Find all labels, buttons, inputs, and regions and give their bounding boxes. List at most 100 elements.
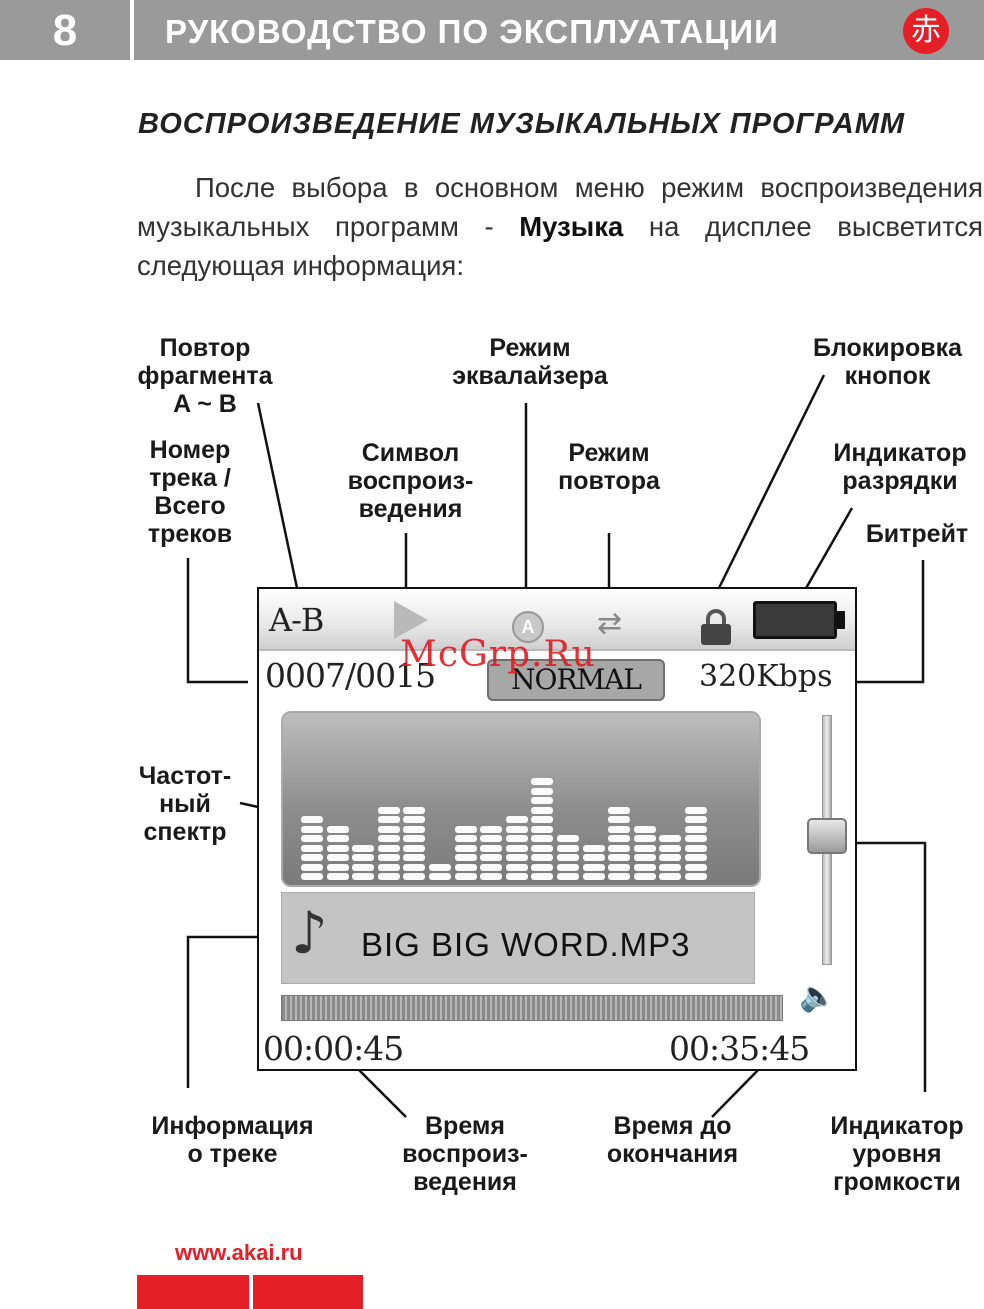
total-time: 00:35:45 <box>669 1029 810 1068</box>
spectrum-segment <box>429 863 451 871</box>
player-screen: A-B A ⇄ 0007/0015 NORMAL 320Kbps 🔈 ♪ BIG… <box>257 587 857 1071</box>
bitrate-value: 320Kbps <box>699 659 833 694</box>
spectrum-segment <box>633 835 656 842</box>
spectrum-segment <box>326 854 349 861</box>
spectrum-segment <box>505 835 528 842</box>
spectrum-segment <box>557 863 579 871</box>
spectrum-segment <box>505 816 528 823</box>
spectrum-segment <box>326 863 349 871</box>
spectrum-segment <box>454 835 477 842</box>
spectrum-segment <box>403 854 426 861</box>
spectrum-segment <box>301 854 323 861</box>
spectrum-segment <box>685 816 707 823</box>
spectrum-segment <box>685 873 707 880</box>
header-bar <box>134 0 984 60</box>
spectrum-segment <box>454 863 477 871</box>
intro-mode-name: Музыка <box>519 211 624 242</box>
label-ab-repeat: Повтор фрагмента A ~ B <box>137 334 273 418</box>
label-track-info: Информация о треке <box>151 1112 314 1168</box>
spectrum-segment <box>685 844 707 852</box>
spectrum-segment <box>403 816 426 823</box>
line-track-number <box>186 558 248 684</box>
spectrum-segment <box>685 863 707 871</box>
section-title: ВОСПРОИЗВЕДЕНИЕ МУЗЫКАЛЬНЫХ ПРОГРАММ <box>138 108 906 140</box>
label-volume-level: Индикатор уровня громкости <box>830 1112 964 1196</box>
spectrum-segment <box>403 873 426 880</box>
song-title: BIG BIG WORD.MP3 <box>361 926 691 963</box>
speaker-icon: 🔈 <box>799 979 837 1014</box>
spectrum-segment <box>608 806 631 814</box>
spectrum-segment <box>352 844 375 852</box>
battery-icon <box>753 601 837 639</box>
track-info-panel <box>281 892 755 984</box>
page-number: 8 <box>0 0 130 60</box>
spectrum-segment <box>352 873 375 880</box>
spectrum-segment <box>685 854 707 861</box>
spectrum-segment <box>608 825 631 833</box>
spectrum-segment <box>531 797 554 804</box>
line-track-info <box>186 935 278 1088</box>
label-spectrum: Частот- ный спектр <box>138 762 232 846</box>
play-icon <box>394 601 428 639</box>
footer-url[interactable]: www.akai.ru <box>175 1240 303 1265</box>
spectrum-segment <box>531 778 554 785</box>
spectrum-segment <box>557 844 579 852</box>
spectrum-segment <box>403 825 426 833</box>
spectrum-segment <box>352 863 375 871</box>
spectrum-segment <box>582 873 605 880</box>
lock-icon <box>701 609 731 645</box>
spectrum-segment <box>480 863 503 871</box>
spectrum-segment <box>301 835 323 842</box>
spectrum-segment <box>301 873 323 880</box>
spectrum-segment <box>377 825 400 833</box>
spectrum-segment <box>685 835 707 842</box>
spectrum-segment <box>301 825 323 833</box>
spectrum-segment <box>454 854 477 861</box>
label-play-symbol: Символ воспроиз- ведения <box>347 439 474 523</box>
line-ab-repeat <box>256 402 299 589</box>
spectrum-segment <box>531 806 554 814</box>
manual-title: РУКОВОДСТВО ПО ЭКСПЛУАТАЦИИ <box>165 13 779 50</box>
spectrum-display <box>281 711 761 887</box>
spectrum-segment <box>505 844 528 852</box>
equalizer-icon: A <box>512 611 544 643</box>
track-counter: 0007/0015 <box>265 656 436 695</box>
repeat-icon: ⇄ <box>597 607 623 640</box>
line-play-time <box>354 1065 407 1118</box>
spectrum-segment <box>659 873 682 880</box>
spectrum-segment <box>377 816 400 823</box>
spectrum-segment <box>403 844 426 852</box>
spectrum-segment <box>557 873 579 880</box>
spectrum-segment <box>326 873 349 880</box>
intro-text-end: на дисплее высветится следующая информац… <box>137 211 983 281</box>
spectrum-segment <box>454 873 477 880</box>
intro-paragraph: После выбора в основном меню режим воспр… <box>137 168 983 285</box>
spectrum-segment <box>377 873 400 880</box>
spectrum-segment <box>403 835 426 842</box>
brand-logo: 赤 <box>903 8 949 54</box>
spectrum-segment <box>505 873 528 880</box>
line-bitrate <box>855 560 925 684</box>
spectrum-segment <box>403 806 426 814</box>
label-remaining-time: Время до окончания <box>606 1112 739 1168</box>
spectrum-segment <box>608 854 631 861</box>
spectrum-segment <box>301 863 323 871</box>
label-key-lock: Блокировка кнопок <box>813 334 962 390</box>
volume-slider-knob <box>807 818 847 855</box>
spectrum-segment <box>454 844 477 852</box>
spectrum-segment <box>429 873 451 880</box>
spectrum-segment <box>557 854 579 861</box>
spectrum-segment <box>608 816 631 823</box>
label-battery: Индикатор разрядки <box>833 439 967 495</box>
spectrum-segment <box>531 844 554 852</box>
elapsed-time: 00:00:45 <box>263 1029 404 1068</box>
spectrum-segment <box>633 854 656 861</box>
eq-mode-badge: NORMAL <box>487 659 665 701</box>
spectrum-segment <box>557 835 579 842</box>
spectrum-segment <box>582 854 605 861</box>
line-remaining-time <box>711 1065 763 1118</box>
spectrum-segment <box>377 844 400 852</box>
spectrum-segment <box>326 844 349 852</box>
spectrum-segment <box>633 873 656 880</box>
spectrum-segment <box>659 863 682 871</box>
